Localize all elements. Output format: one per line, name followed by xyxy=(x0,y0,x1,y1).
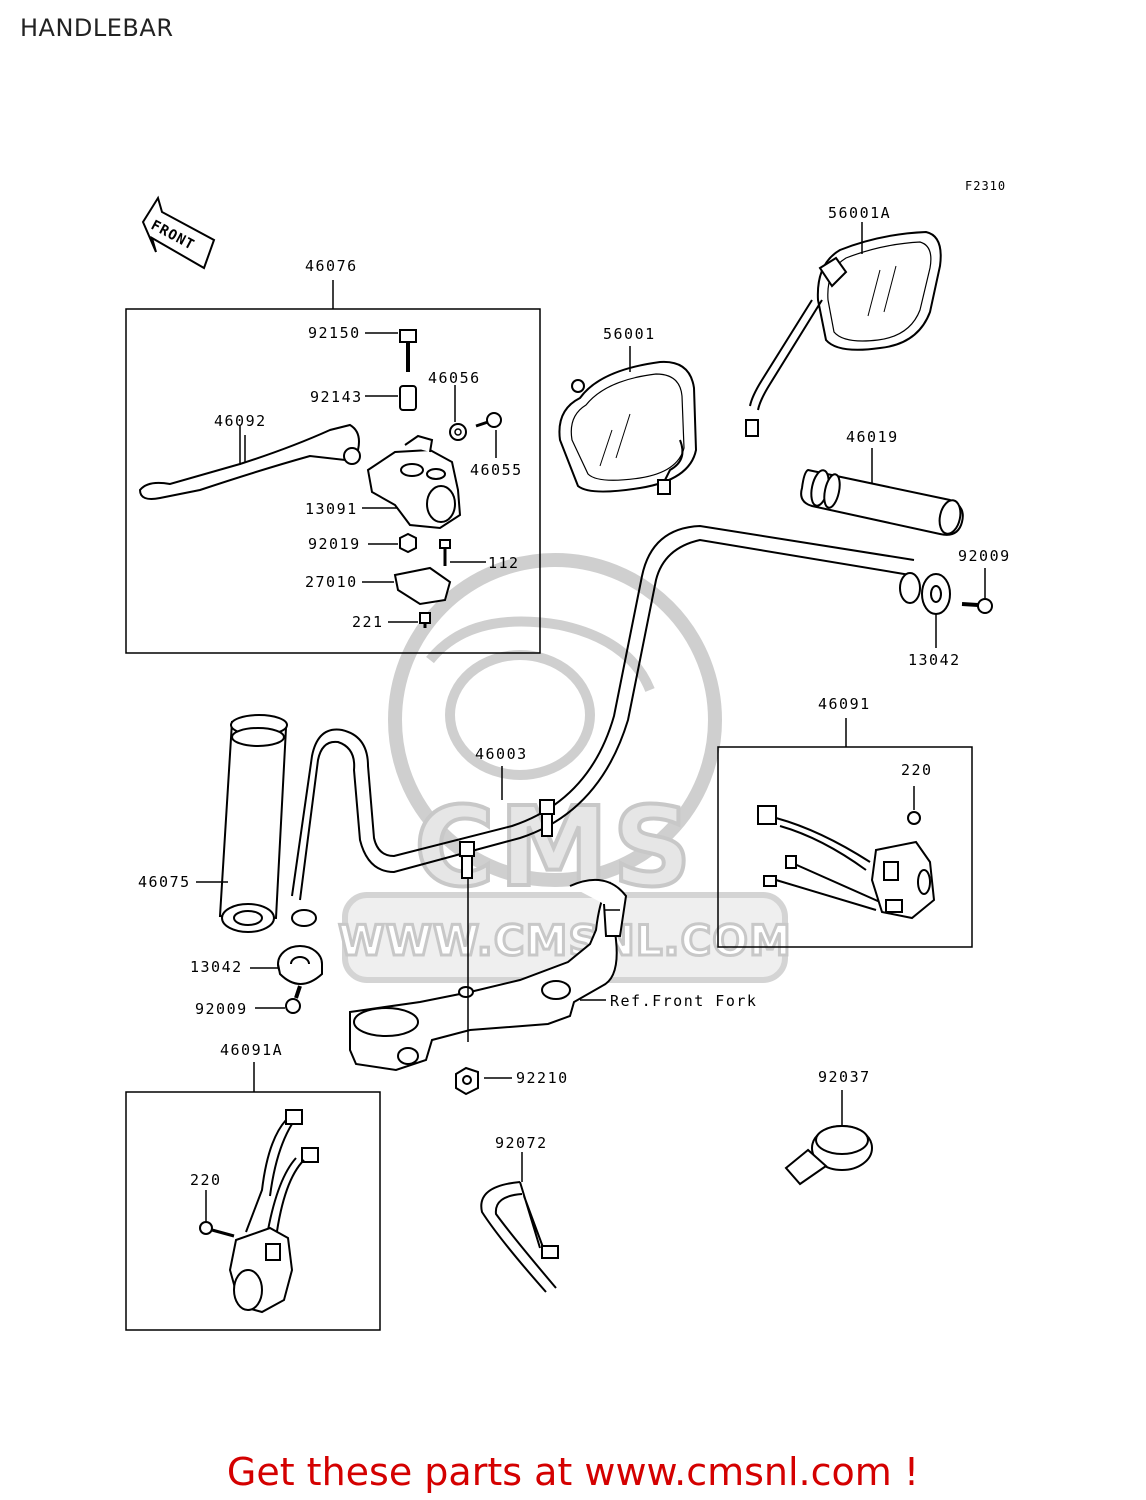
grip-left xyxy=(196,714,288,933)
callout-46056: 46056 xyxy=(428,369,481,387)
watermark-mascot-face xyxy=(445,650,595,780)
callout-27010: 27010 xyxy=(305,573,358,591)
nut-92210 xyxy=(455,1066,512,1096)
callout-ref-front-fork: Ref.Front Fork xyxy=(610,992,757,1010)
callout-46091A: 46091A xyxy=(220,1041,283,1059)
brake-lever-group xyxy=(125,280,541,654)
bar-end-weight-left xyxy=(250,945,323,985)
watermark-mascot-cap xyxy=(426,616,655,692)
brake-lever xyxy=(138,423,360,500)
screw-left xyxy=(255,985,302,1014)
callout-56001: 56001 xyxy=(603,325,656,343)
callout-92019: 92019 xyxy=(308,535,361,553)
callout-46091: 46091 xyxy=(818,695,871,713)
front-arrow-shape xyxy=(141,195,216,270)
callout-labels: 46076 92150 92143 46056 46092 46055 1309… xyxy=(138,204,1011,1189)
callout-13042-right: 13042 xyxy=(908,651,961,669)
switch-right-box xyxy=(717,746,973,948)
callout-92150: 92150 xyxy=(308,324,361,342)
screw-right xyxy=(961,568,993,614)
band-92072 xyxy=(480,1152,559,1293)
promo-link[interactable]: Get these parts at www.cmsnl.com ! xyxy=(226,1450,920,1494)
callout-46076: 46076 xyxy=(305,257,358,275)
handlebar xyxy=(291,524,921,927)
callout-92037: 92037 xyxy=(818,1068,871,1086)
mirror-right xyxy=(745,222,942,437)
clamp-92037 xyxy=(784,1090,873,1186)
page-title: HANDLEBAR xyxy=(20,14,174,42)
callout-56001A: 56001A xyxy=(828,204,891,222)
watermark-mascot-head xyxy=(388,553,722,887)
parts-diagram: CMS WWW.CMSNL.COM F2310 FRONT xyxy=(125,179,1011,1331)
callout-92143: 92143 xyxy=(310,388,363,406)
callout-220-left: 220 xyxy=(190,1171,222,1189)
callout-46003: 46003 xyxy=(475,745,528,763)
callout-46055: 46055 xyxy=(470,461,523,479)
callout-13042-left: 13042 xyxy=(190,958,243,976)
callout-92210: 92210 xyxy=(516,1069,569,1087)
callout-46075: 46075 xyxy=(138,873,191,891)
mirror-left xyxy=(558,346,698,495)
callout-46019: 46019 xyxy=(846,428,899,446)
fork-bracket xyxy=(349,878,628,1072)
grip-right xyxy=(800,448,964,536)
switch-right-group xyxy=(717,718,973,948)
callout-46092: 46092 xyxy=(214,412,267,430)
switch-left-group xyxy=(125,1062,381,1331)
callout-221: 221 xyxy=(352,613,384,631)
callout-220-right: 220 xyxy=(901,761,933,779)
callout-92009-right: 92009 xyxy=(958,547,1011,565)
figure-code: F2310 xyxy=(965,179,1006,193)
bar-end-weight-right xyxy=(921,573,951,648)
switch-left-box xyxy=(125,1091,381,1331)
callout-112: 112 xyxy=(488,554,520,572)
callout-13091: 13091 xyxy=(305,500,358,518)
watermark-url: WWW.CMSNL.COM xyxy=(338,916,792,965)
watermark: CMS WWW.CMSNL.COM xyxy=(337,553,792,983)
callout-92072: 92072 xyxy=(495,1134,548,1152)
callout-92009-left: 92009 xyxy=(195,1000,248,1018)
front-arrow: FRONT xyxy=(141,195,216,270)
